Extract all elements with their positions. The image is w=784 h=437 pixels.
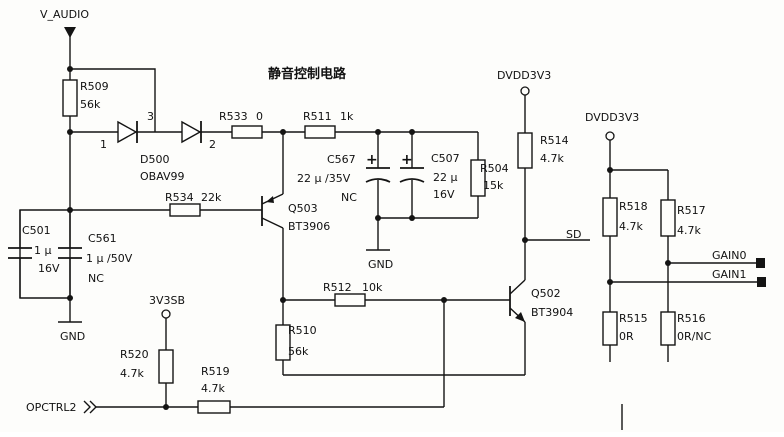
resistor-r516: [660, 311, 676, 346]
svg-text:+: +: [401, 152, 413, 168]
r510-ref: R510: [288, 324, 317, 337]
net-gnd-left: GND: [60, 330, 85, 343]
c567-value: 22 μ /35V: [297, 172, 351, 185]
r504-ref: R504: [480, 162, 509, 175]
resistor-r511: [304, 125, 336, 139]
r534-value: 22k: [201, 191, 222, 204]
c501-ref: C501: [22, 224, 51, 237]
r519-value: 4.7k: [201, 382, 225, 395]
r512-ref: R512: [323, 281, 352, 294]
resistor-r517: [660, 199, 676, 237]
net-gain0: GAIN0: [712, 249, 747, 262]
r515-ref: R515: [619, 312, 648, 325]
transistor-q503-icon: [261, 193, 284, 229]
resistor-r509: [62, 79, 78, 117]
r533-value: 0: [256, 110, 263, 123]
c507-voltage: 16V: [433, 188, 455, 201]
dvdd-right-terminal-icon: [605, 131, 615, 141]
resistor-r518: [602, 197, 618, 237]
d500-ref: D500: [140, 153, 169, 166]
q502-ref: Q502: [531, 287, 561, 300]
r518-value: 4.7k: [619, 220, 643, 233]
net-dvdd-right: DVDD3V3: [585, 111, 639, 124]
diagram-title: 静音控制电路: [268, 66, 347, 82]
r504-value: 15k: [483, 179, 504, 192]
r512-value: 10k: [362, 281, 383, 294]
gain1-pin-icon: [757, 277, 766, 287]
r517-value: 4.7k: [677, 224, 701, 237]
c561-ref: C561: [88, 232, 117, 245]
r516-value: 0R/NC: [677, 330, 712, 343]
r533-ref: R533: [219, 110, 248, 123]
dvdd-left-terminal-icon: [520, 86, 530, 96]
diode-d500-icon: [117, 120, 202, 144]
c507-value: 22 μ: [433, 171, 458, 184]
d500-pin2: 2: [209, 138, 216, 151]
capacitor-c507-icon: +: [399, 152, 425, 183]
r520-ref: R520: [120, 348, 149, 361]
r511-value: 1k: [340, 110, 354, 123]
r520-value: 4.7k: [120, 367, 144, 380]
resistor-r514: [517, 132, 533, 169]
r510-value: 56k: [288, 345, 309, 358]
q503-part: BT3906: [288, 220, 330, 233]
c567-ref: C567: [327, 153, 356, 166]
capacitor-c501-icon: [8, 247, 32, 259]
net-opctrl: OPCTRL2: [26, 401, 76, 414]
r518-ref: R518: [619, 200, 648, 213]
r516-ref: R516: [677, 312, 706, 325]
resistor-r515: [602, 311, 618, 346]
net-sd: SD: [566, 228, 581, 241]
r514-ref: R514: [540, 134, 569, 147]
capacitor-c567-icon: +: [365, 152, 391, 183]
wires: [19, 36, 762, 430]
c561-note: NC: [88, 272, 104, 285]
q503-ref: Q503: [288, 202, 318, 215]
d500-pin1: 1: [100, 138, 107, 151]
resistor-r504: [470, 159, 486, 197]
c507-ref: C507: [431, 152, 460, 165]
q502-part: BT3904: [531, 306, 573, 319]
c501-voltage: 16V: [38, 262, 60, 275]
net-3v3sb: 3V3SB: [149, 294, 185, 307]
r509-ref: R509: [80, 80, 109, 93]
c567-note: NC: [341, 191, 357, 204]
v-audio-arrow-icon: [64, 27, 76, 38]
r514-value: 4.7k: [540, 152, 564, 165]
r534-ref: R534: [165, 191, 194, 204]
resistor-r534: [169, 203, 201, 217]
resistor-r533: [231, 125, 263, 139]
junction-dots: [67, 66, 671, 410]
r509-value: 56k: [80, 98, 101, 111]
resistor-r520: [158, 349, 174, 384]
gain0-pin-icon: [756, 258, 765, 268]
r511-ref: R511: [303, 110, 332, 123]
svg-text:+: +: [366, 152, 378, 168]
net-dvdd-left: DVDD3V3: [497, 69, 551, 82]
transistor-q502-icon: [509, 279, 526, 323]
r519-ref: R519: [201, 365, 230, 378]
net-gnd-mid: GND: [368, 258, 393, 271]
r515-value: 0R: [619, 330, 634, 343]
resistor-r512: [334, 293, 366, 307]
net-v-audio: V_AUDIO: [40, 8, 89, 21]
c501-value: 1 μ: [34, 244, 52, 257]
net-gain1: GAIN1: [712, 268, 747, 281]
resistor-r510: [275, 324, 291, 361]
r517-ref: R517: [677, 204, 706, 217]
opctrl-connector-icon: [83, 400, 97, 414]
d500-pin3: 3: [147, 110, 154, 123]
capacitor-c561-icon: [58, 247, 82, 298]
c561-value: 1 μ /50V: [86, 252, 133, 265]
3v3sb-terminal-icon: [161, 309, 171, 319]
d500-part: OBAV99: [140, 170, 185, 183]
resistor-r519: [197, 400, 231, 414]
